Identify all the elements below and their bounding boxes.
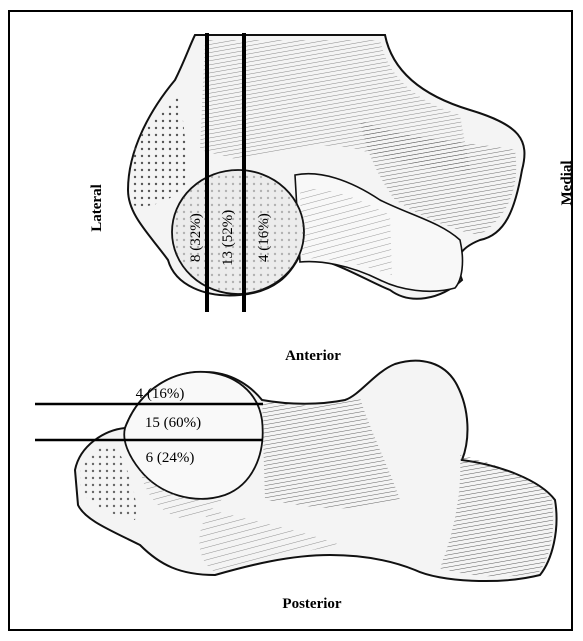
bottom-bone-view (35, 361, 557, 581)
top-zone-label-3: 4 (16%) (256, 213, 272, 262)
top-bone-view (128, 33, 524, 312)
bottom-zone-label-1: 4 (16%) (136, 386, 185, 402)
top-zone-label-2: 13 (52%) (220, 210, 236, 266)
top-zone-label-1: 8 (32%) (188, 213, 204, 262)
lateral-label: Lateral (89, 184, 105, 231)
bottom-zone-label-3: 6 (24%) (146, 450, 195, 466)
anterior-label: Anterior (285, 348, 341, 364)
bottom-zone-label-2: 15 (60%) (145, 415, 201, 431)
medial-label: Medial (559, 161, 575, 206)
posterior-label: Posterior (282, 596, 341, 612)
